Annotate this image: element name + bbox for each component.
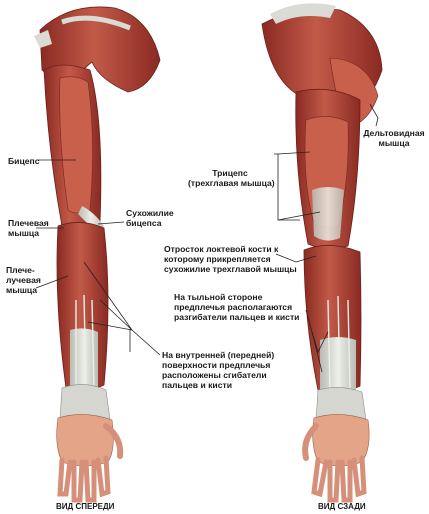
label-olecranon-line2: которому прикрепляется [164, 254, 271, 264]
label-flexors: На внутренней (передней) поверхности пре… [162, 350, 274, 390]
label-biceps-tendon-line1: Сухожилие [126, 208, 174, 218]
label-brachioradialis-line3: мышца [6, 285, 38, 295]
label-deltoid: Дельтовидная мышца [362, 128, 426, 148]
leader-biceps-tendon [97, 221, 125, 225]
label-olecranon-line3: сухожилие трехглавой мышцы [164, 264, 297, 274]
leader-olecranon [275, 253, 317, 263]
front-fingers [57, 455, 111, 503]
label-extensors-line2: предплечья располагаются [174, 302, 293, 312]
triceps-tendon-mark [312, 187, 344, 241]
label-triceps-line1: Трицепс [212, 168, 248, 178]
front-forearm-tendons [70, 328, 98, 395]
label-triceps: Трицепс (трехглавая мышца) [188, 168, 275, 188]
leader-triceps [274, 153, 300, 221]
label-brachialis-line2: мышца [8, 228, 40, 238]
label-brachioradialis: Плече- лучевая мышца [6, 265, 41, 295]
label-triceps-line2: (трехглавая мышца) [188, 178, 275, 188]
front-thumb [103, 423, 124, 459]
leader-brachioradialis [35, 275, 69, 289]
leader-deltoid [369, 103, 379, 127]
leader-lines [35, 103, 379, 373]
label-biceps-tendon: Сухожилие бицепса [126, 208, 174, 228]
caption-back-view: ВИД СЗАДИ [318, 502, 366, 511]
label-olecranon-line1: Отросток локтевой кости к [164, 244, 279, 254]
label-deltoid-line2: мышца [378, 138, 410, 148]
label-olecranon: Отросток локтевой кости к которому прикр… [164, 244, 297, 274]
back-fingers [311, 455, 367, 503]
caption-front-view: ВИД СПЕРЕДИ [56, 502, 115, 511]
label-extensors-line3: разгибатели пальцев и кисти [174, 312, 300, 322]
label-extensors-line1: На тыльной стороне [174, 292, 263, 302]
biceps-muscle [59, 76, 93, 214]
label-flexors-line3: расположены сгибатели [162, 370, 267, 380]
label-flexors-line4: пальцев и кисти [162, 380, 232, 390]
label-flexors-line1: На внутренней (передней) [162, 350, 275, 360]
label-brachioradialis-line2: лучевая [6, 275, 41, 285]
label-biceps: Бицепс [8, 156, 40, 166]
front-clavicle [61, 15, 131, 31]
label-flexors-line2: поверхности предплечья [162, 360, 271, 370]
label-deltoid-line1: Дельтовидная [363, 128, 425, 138]
front-collar-tendon [34, 30, 52, 48]
label-brachialis: Плечевая мышца [8, 218, 49, 238]
front-arm [34, 6, 161, 503]
label-extensors: На тыльной стороне предплечья располагаю… [174, 292, 299, 322]
back-shoulder-blade [270, 3, 336, 25]
label-biceps-tendon-line2: бицепса [126, 218, 162, 228]
label-brachialis-line1: Плечевая [8, 218, 49, 228]
label-brachioradialis-line1: Плече- [6, 265, 35, 275]
back-thumb [302, 423, 319, 461]
